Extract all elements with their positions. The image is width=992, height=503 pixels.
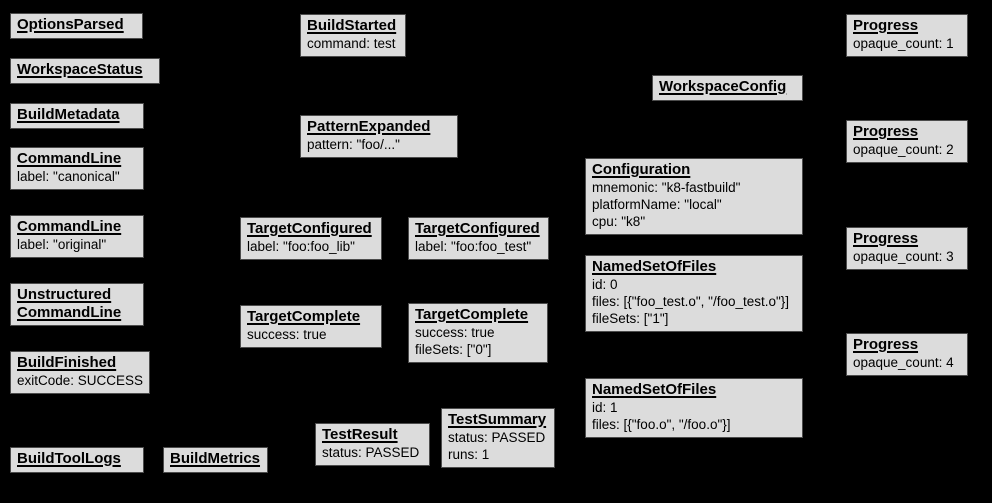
node-field: opaque_count: 4 [853,354,954,370]
node-field: files: [{"foo.o", "/foo.o"}] [592,416,731,432]
node-configuration: Configuration mnemonic: "k8-fastbuild" p… [585,158,803,236]
node-title: BuildMetrics [170,450,261,467]
node-field: status: PASSED [448,429,546,445]
node-title: Unstructured CommandLine [17,286,122,321]
node-field: opaque_count: 3 [853,248,954,264]
node-title: BuildFinished [17,354,117,371]
node-field: files: [{"foo_test.o", "/foo_test.o"}] [592,293,790,309]
node-title: Progress [853,230,919,247]
node-field: fileSets: ["1"] [592,310,669,326]
node-build-metrics: BuildMetrics [163,447,268,473]
node-target-complete-test: TargetComplete success: true fileSets: [… [408,303,548,363]
node-build-metadata: BuildMetadata [10,103,144,129]
node-title: WorkspaceStatus [17,61,143,78]
node-title: Configuration [592,161,691,178]
node-named-set-of-files-0: NamedSetOfFiles id: 0 files: [{"foo_test… [585,255,803,333]
node-build-started: BuildStarted command: test [300,14,406,57]
node-title: NamedSetOfFiles [592,258,717,275]
node-field: opaque_count: 1 [853,35,954,51]
node-target-configured-test: TargetConfigured label: "foo:foo_test" [408,217,549,260]
node-field: platformName: "local" [592,196,722,212]
node-title: OptionsParsed [17,16,124,33]
node-title: BuildMetadata [17,106,120,123]
node-field: success: true [247,326,327,342]
node-title: BuildStarted [307,17,397,34]
node-field: command: test [307,35,396,51]
node-field: mnemonic: "k8-fastbuild" [592,179,741,195]
node-title: PatternExpanded [307,118,431,135]
node-field: status: PASSED [322,444,420,460]
node-title: Progress [853,123,919,140]
node-title: TargetConfigured [247,220,372,237]
node-title: TestSummary [448,411,547,428]
node-build-finished: BuildFinished exitCode: SUCCESS [10,351,151,394]
node-target-complete-lib: TargetComplete success: true [240,305,382,348]
node-progress-4: Progress opaque_count: 4 [846,333,968,376]
node-pattern-expanded: PatternExpanded pattern: "foo/..." [300,115,458,158]
node-field: fileSets: ["0"] [415,341,492,357]
node-progress-3: Progress opaque_count: 3 [846,227,968,270]
node-build-tool-logs: BuildToolLogs [10,447,144,473]
node-field: opaque_count: 2 [853,141,954,157]
node-field: label: "original" [17,236,107,252]
node-title: TargetConfigured [415,220,540,237]
node-field: exitCode: SUCCESS [17,372,144,388]
node-title: CommandLine [17,218,122,235]
node-command-line-canonical: CommandLine label: "canonical" [10,147,144,190]
node-named-set-of-files-1: NamedSetOfFiles id: 1 files: [{"foo.o", … [585,378,803,438]
node-title: WorkspaceConfig [659,78,787,95]
node-workspace-config: WorkspaceConfig [652,75,803,101]
node-title: TargetComplete [415,306,529,323]
node-title: CommandLine [17,150,122,167]
node-field: runs: 1 [448,446,490,462]
node-title: BuildToolLogs [17,450,121,467]
node-field: label: "foo:foo_test" [415,238,532,254]
node-field: id: 1 [592,399,618,415]
node-title: Progress [853,336,919,353]
node-field: label: "canonical" [17,168,120,184]
node-options-parsed: OptionsParsed [10,13,143,39]
node-title: TargetComplete [247,308,361,325]
node-test-result: TestResult status: PASSED [315,423,430,466]
node-test-summary: TestSummary status: PASSED runs: 1 [441,408,555,468]
node-target-configured-lib: TargetConfigured label: "foo:foo_lib" [240,217,382,260]
node-field: success: true [415,324,495,340]
node-field: cpu: "k8" [592,213,646,229]
node-command-line-original: CommandLine label: "original" [10,215,144,258]
node-workspace-status: WorkspaceStatus [10,58,160,84]
node-field: label: "foo:foo_lib" [247,238,355,254]
node-title: TestResult [322,426,398,443]
node-unstructured-command-line: Unstructured CommandLine [10,283,144,327]
node-progress-2: Progress opaque_count: 2 [846,120,968,163]
node-progress-1: Progress opaque_count: 1 [846,14,968,57]
node-title: Progress [853,17,919,34]
node-field: pattern: "foo/..." [307,136,400,152]
node-field: id: 0 [592,276,618,292]
node-title: NamedSetOfFiles [592,381,717,398]
